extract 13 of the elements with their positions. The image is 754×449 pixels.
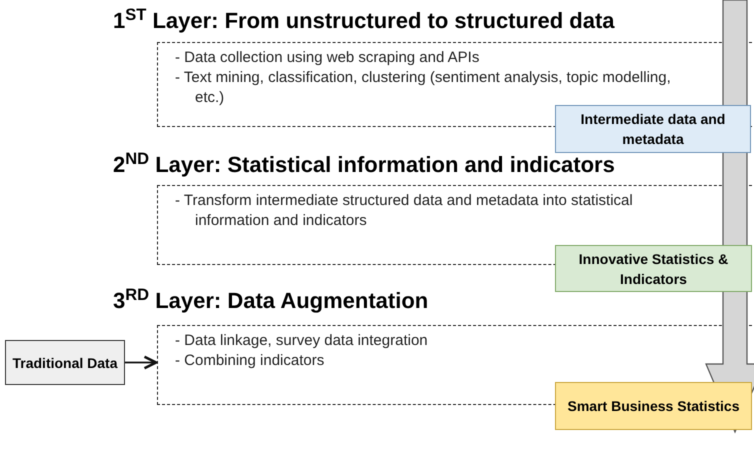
output-box: Smart Business Statistics xyxy=(555,382,752,430)
layer-heading: 1$^{ST}$ Layer: From unstructured to structured data xyxy=(113,6,615,35)
bullet-item: - Text mining, classification, clustering (sentiment analysis, topic modelling, etc.) xyxy=(175,68,672,108)
bullet-item: - Data collection using web scraping and APIs xyxy=(175,48,480,68)
bullet-item: - Data linkage, survey data integration xyxy=(175,331,429,351)
layer-heading: 2$^{ND}$ Layer: Statistical information and indicators xyxy=(113,150,615,179)
output-box: Intermediate data and metadata xyxy=(555,105,751,153)
output-box: Innovative Statistics & Indicators xyxy=(555,245,752,292)
bullet-item: - Combining indicators xyxy=(175,351,326,371)
bullet-item: - Transform intermediate structured data and metadata into statistical information and indicators xyxy=(175,191,634,231)
arrow xyxy=(125,355,158,370)
source-box: Traditional Data xyxy=(5,340,125,385)
layer-heading: 3$^{RD}$ Layer: Data Augmentation xyxy=(113,286,428,315)
